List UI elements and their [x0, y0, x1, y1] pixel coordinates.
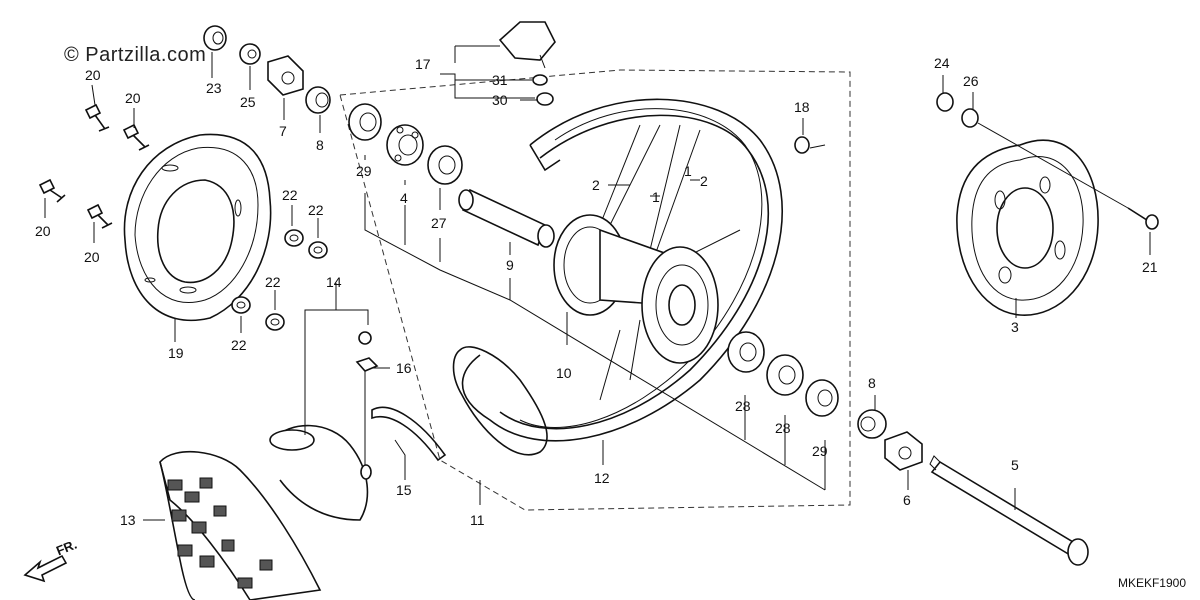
callout-5: 5	[1011, 457, 1019, 473]
assembly-frame	[339, 69, 851, 511]
callout-23: 23	[206, 80, 222, 96]
washer-31[interactable]	[532, 74, 548, 86]
rim-lock-17[interactable]	[498, 21, 556, 69]
disc-nut[interactable]	[265, 313, 285, 331]
disc-bolt[interactable]	[122, 123, 150, 151]
callout-labels: 1 1 2 2 3 4 5 6 7 8 8 9 10 11 12 13 14 1…	[35, 55, 1158, 528]
callout-22: 22	[265, 274, 281, 290]
front-direction-arrow	[23, 554, 68, 583]
brake-disc[interactable]	[123, 133, 272, 322]
callout-11: 11	[470, 512, 485, 528]
callout-28: 28	[735, 398, 751, 414]
rear-tire-13[interactable]	[159, 450, 322, 600]
rear-axle-5[interactable]	[929, 455, 1089, 566]
callout-17: 17	[415, 56, 431, 72]
callout-27: 27	[431, 215, 447, 231]
oil-seal-29[interactable]	[348, 103, 382, 141]
spokes[interactable]	[599, 124, 741, 401]
disc-nut[interactable]	[308, 241, 328, 259]
rim-band-15[interactable]	[371, 406, 447, 462]
sprocket-nut-24[interactable]	[936, 92, 954, 112]
callout-3: 3	[1011, 319, 1019, 335]
callout-31: 31	[492, 72, 508, 88]
collar-8[interactable]	[305, 86, 331, 114]
nut-30[interactable]	[536, 92, 554, 106]
callout-28: 28	[775, 420, 791, 436]
callout-20: 20	[125, 90, 141, 106]
callout-20: 20	[84, 249, 100, 265]
collar-8[interactable]	[857, 409, 887, 439]
callout-21: 21	[1142, 259, 1158, 275]
disc-bolt[interactable]	[84, 103, 110, 132]
watermark-text: © Partzilla.com	[64, 44, 207, 66]
callout-22: 22	[308, 202, 324, 218]
callout-8: 8	[868, 375, 876, 391]
adjuster-plate-6[interactable]	[884, 431, 923, 471]
callout-19: 19	[168, 345, 184, 361]
callout-6: 6	[903, 492, 911, 508]
sprocket-washer-26[interactable]	[961, 108, 979, 128]
callout-10: 10	[556, 365, 572, 381]
callout-7: 7	[279, 123, 287, 139]
adjuster-plate-7[interactable]	[267, 55, 304, 96]
spoke-nipple-18[interactable]	[794, 136, 810, 154]
callout-24: 24	[934, 55, 950, 71]
callout-20: 20	[85, 67, 101, 83]
diagram-code: MKEKF1900	[1117, 576, 1186, 590]
valve-16[interactable]	[355, 331, 379, 480]
driven-sprocket[interactable]	[956, 139, 1099, 316]
disc-nut[interactable]	[284, 229, 304, 247]
sprocket-bolt-21[interactable]	[1127, 207, 1159, 230]
callout-15: 15	[396, 482, 412, 498]
callout-12: 12	[594, 470, 610, 486]
callout-14: 14	[326, 274, 342, 290]
callout-16: 16	[396, 360, 412, 376]
rear-hub[interactable]	[553, 214, 719, 364]
callout-25: 25	[240, 94, 256, 110]
bearing-4[interactable]	[386, 124, 424, 166]
callout-2: 2	[700, 173, 708, 189]
callout-26: 26	[963, 73, 979, 89]
oil-seal-29[interactable]	[805, 379, 839, 417]
nut-23[interactable]	[203, 25, 227, 51]
bearing-28[interactable]	[727, 331, 765, 373]
callout-8: 8	[316, 137, 324, 153]
leader-lines	[44, 45, 1151, 521]
callout-22: 22	[282, 187, 298, 203]
callout-1: 1	[652, 189, 660, 205]
callout-9: 9	[506, 257, 514, 273]
washer-25[interactable]	[239, 43, 261, 65]
callout-18: 18	[794, 99, 810, 115]
callout-1: 1	[684, 163, 692, 179]
rear-wheel-rim[interactable]	[452, 98, 784, 456]
callout-13: 13	[120, 512, 136, 528]
disc-nut[interactable]	[231, 296, 251, 314]
disc-bolt[interactable]	[38, 178, 66, 203]
inner-tube-14[interactable]	[269, 424, 369, 521]
callout-2: 2	[592, 177, 600, 193]
distance-collar-9[interactable]	[458, 188, 555, 248]
callout-4: 4	[400, 190, 408, 206]
bearing-28[interactable]	[766, 354, 804, 396]
callout-29: 29	[812, 443, 828, 459]
callout-22: 22	[231, 337, 247, 353]
callout-29: 29	[356, 163, 372, 179]
bearing-27[interactable]	[427, 145, 463, 185]
callout-20: 20	[35, 223, 51, 239]
disc-bolt[interactable]	[86, 203, 113, 229]
callout-30: 30	[492, 92, 508, 108]
